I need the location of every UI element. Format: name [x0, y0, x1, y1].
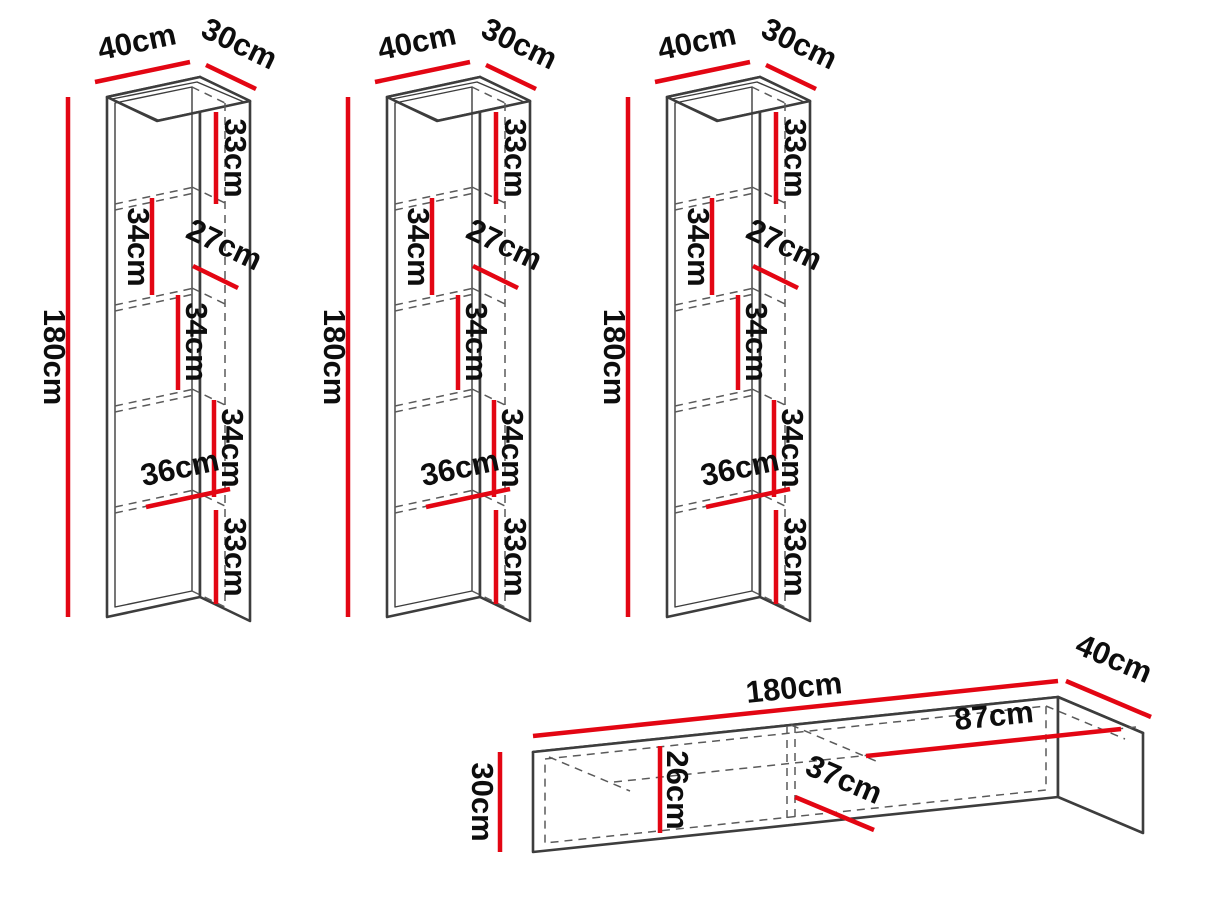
cabinet-1-section-top-label: 33cm — [218, 118, 253, 197]
cabinet-3-section-third-label: 34cm — [739, 302, 774, 381]
cabinet-2-section-bottom-label: 33cm — [498, 517, 533, 596]
tv-stand-side-face — [1056, 695, 1145, 835]
cabinet-1-section-second-label: 34cm — [121, 207, 156, 286]
cabinet-2-section-second-label: 34cm — [401, 207, 436, 286]
cabinet-2: 40cm 30cm 180cm 33cm 34cm 27cm 34cm 34cm… — [317, 11, 563, 621]
tv-stand-right-depth-hidden — [1045, 705, 1126, 740]
tv-depth-label: 40cm — [1071, 627, 1158, 690]
cabinet-1: 40cm 30cm 180cm 33cm 34cm 27cm 34cm 34cm… — [37, 11, 283, 621]
tv-length-dim-line — [532, 678, 1059, 739]
cabinet-1-section-bottom-label: 33cm — [218, 517, 253, 596]
tv-stand: 180cm 40cm 30cm 87cm 26cm 37cm — [465, 627, 1158, 854]
cabinet-2-section-third-label: 34cm — [459, 302, 494, 381]
cabinet-1-section-third-label: 34cm — [179, 302, 214, 381]
tv-height-label: 30cm — [465, 762, 500, 841]
cabinet-2-section-fourth-label: 34cm — [495, 408, 530, 487]
tv-stand-divider-depth-hidden — [790, 724, 877, 762]
cabinet-3-width-label: 40cm — [654, 16, 739, 67]
cabinet-3-height-label: 180cm — [597, 309, 632, 406]
cabinet-3-section-bottom-label: 33cm — [778, 517, 813, 596]
tv-inner-width-dim-line — [865, 726, 1122, 759]
cabinet-3-section-second-label: 34cm — [681, 207, 716, 286]
cabinet-1-height-label: 180cm — [37, 309, 72, 406]
tv-depth-dim-line — [1065, 678, 1152, 720]
tv-inner-height-label: 26cm — [660, 750, 695, 829]
cabinet-3-section-top-label: 33cm — [778, 118, 813, 197]
cabinet-2-width-label: 40cm — [374, 16, 459, 67]
tv-inner-width-label: 87cm — [953, 694, 1036, 737]
tv-inner-depth-dim-line — [794, 794, 875, 833]
cabinet-1-section-fourth-label: 34cm — [215, 408, 250, 487]
cabinet-2-section-top-label: 33cm — [498, 118, 533, 197]
cabinet-3-section-fourth-label: 34cm — [775, 408, 810, 487]
cabinet-1-width-label: 40cm — [94, 16, 179, 67]
tv-stand-left-depth-hidden — [548, 756, 631, 792]
cabinet-3: 40cm 30cm 180cm 33cm 34cm 27cm 34cm 34cm… — [597, 11, 843, 621]
tv-stand-divider-hidden — [786, 725, 796, 825]
cabinet-2-height-label: 180cm — [317, 309, 352, 406]
